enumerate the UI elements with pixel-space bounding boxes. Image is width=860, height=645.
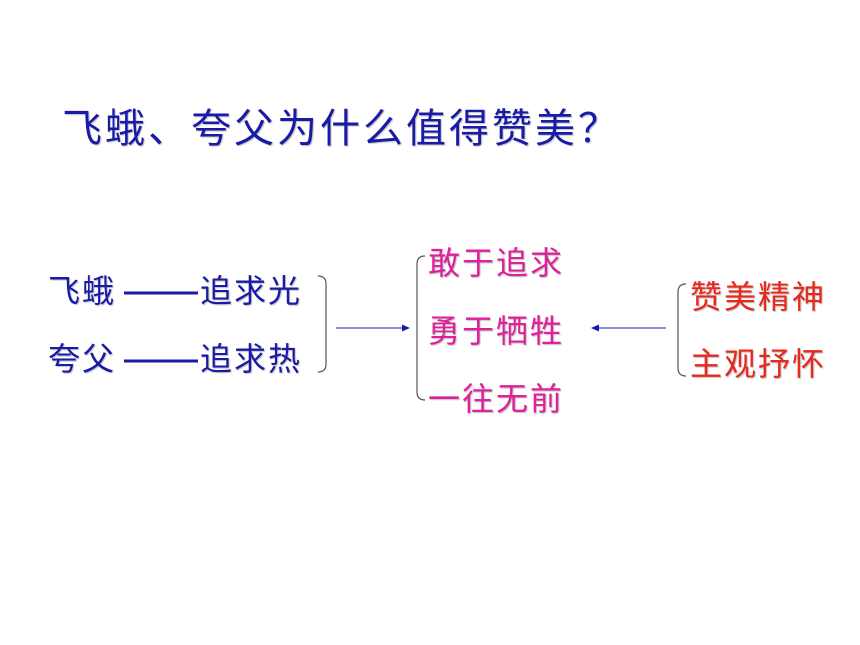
right-group-brace [677,283,687,377]
left-subject-moth: 飞蛾 [48,272,117,310]
slide-title: 飞蛾、夸父为什么值得赞美？ [62,106,621,152]
middle-group-brace [416,255,426,401]
middle-item-2: 勇于牺牲 [428,312,565,350]
right-item-1: 赞美精神 [690,278,827,316]
middle-item-3: 一往无前 [428,380,565,418]
left-group-brace [317,275,327,373]
left-subject-kuafu: 夸父 [48,340,117,378]
left-pursuit-heat: 追求热 [200,340,303,378]
middle-item-1: 敢于追求 [428,244,565,282]
arrow-head-right [402,324,410,332]
arrow-head-left [591,324,599,332]
right-item-2: 主观抒怀 [690,345,827,383]
left-pursuit-light: 追求光 [200,272,303,310]
